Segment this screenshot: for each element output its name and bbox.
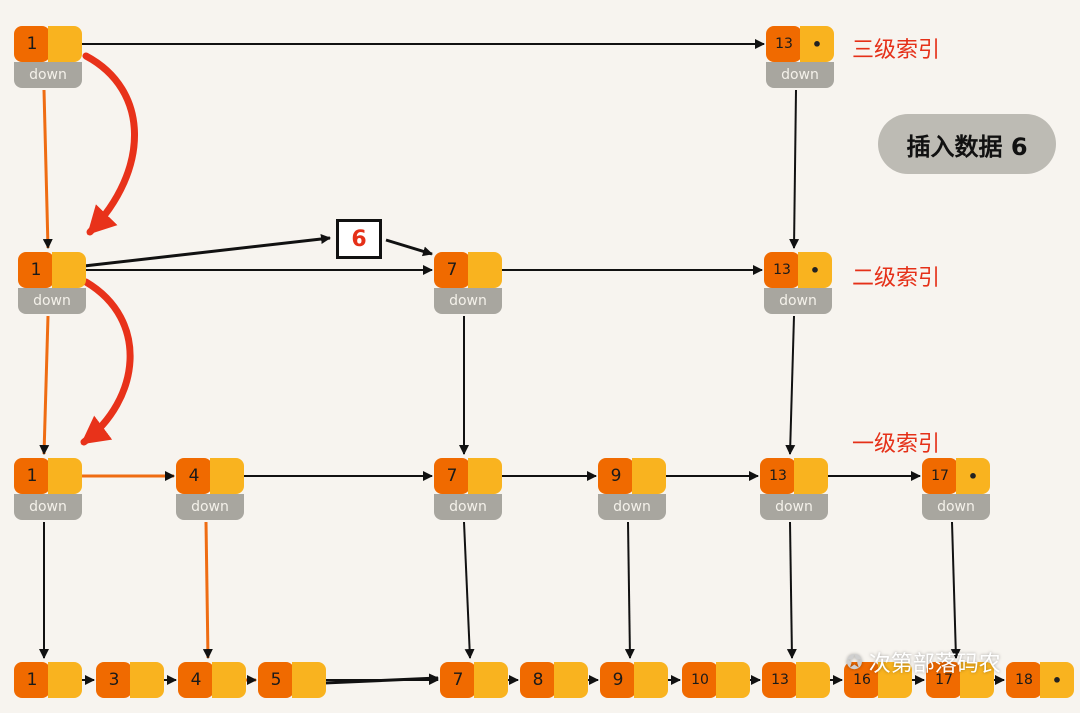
node-value: 7 (434, 458, 470, 494)
node-value: 13 (764, 252, 800, 288)
next-pointer (130, 662, 164, 698)
next-pointer: • (798, 252, 832, 288)
next-pointer (52, 252, 86, 288)
next-pointer (632, 458, 666, 494)
next-pointer (468, 252, 502, 288)
node-value: 4 (176, 458, 212, 494)
next-pointer (48, 26, 82, 62)
node-value: 10 (682, 662, 718, 698)
node-value: 18 (1006, 662, 1042, 698)
down-pointer: down (434, 494, 502, 520)
down-link-arrow (950, 521, 961, 659)
next-pointer (960, 662, 994, 698)
down-link-arrow (624, 521, 635, 659)
level3-label: 三级索引 (852, 38, 941, 63)
next-pointer (716, 662, 750, 698)
node-value: 4 (178, 662, 214, 698)
next-pointer (468, 458, 502, 494)
search-jump-arrow (82, 52, 138, 236)
watermark: ✪ 次第部落码农 (846, 646, 1001, 678)
down-pointer: down (434, 288, 502, 314)
down-link-arrow (202, 521, 213, 659)
node-value: 5 (258, 662, 294, 698)
next-pointer (554, 662, 588, 698)
down-pointer: down (14, 62, 82, 88)
down-link-arrow (39, 315, 50, 455)
down-pointer: down (598, 494, 666, 520)
node-value: 1 (18, 252, 54, 288)
down-pointer: down (14, 494, 82, 520)
node-value: 13 (766, 26, 802, 62)
node-value: 17 (926, 662, 962, 698)
node-value: 7 (434, 252, 470, 288)
next-pointer (474, 662, 508, 698)
new-node-box: 6 (336, 219, 382, 259)
node-value: 9 (598, 458, 634, 494)
node-value: 16 (844, 662, 880, 698)
insert-note: 插入数据 6 (878, 114, 1056, 174)
next-pointer (48, 662, 82, 698)
node-value: 8 (520, 662, 556, 698)
node-value: 1 (14, 458, 50, 494)
next-pointer (796, 662, 830, 698)
down-link-arrow (785, 315, 796, 455)
down-pointer: down (176, 494, 244, 520)
down-pointer: down (764, 288, 832, 314)
next-pointer (210, 458, 244, 494)
down-link-arrow (786, 521, 797, 659)
down-link-arrow (42, 89, 53, 249)
wechat-icon: ✪ (846, 650, 863, 674)
search-jump-arrow (80, 278, 134, 446)
node-value: 13 (762, 662, 798, 698)
level2-label: 二级索引 (852, 266, 941, 291)
node-value: 13 (760, 458, 796, 494)
down-pointer: down (766, 62, 834, 88)
node-value: 1 (14, 662, 50, 698)
down-pointer: down (922, 494, 990, 520)
down-link-arrow (463, 521, 475, 659)
node-value: 9 (600, 662, 636, 698)
next-pointer (48, 458, 82, 494)
next-pointer: • (956, 458, 990, 494)
insert-position-arrow (323, 673, 439, 685)
down-pointer: down (760, 494, 828, 520)
level1-label: 一级索引 (852, 432, 941, 457)
down-pointer: down (18, 288, 86, 314)
next-pointer (794, 458, 828, 494)
next-pointer (292, 662, 326, 698)
watermark-text: 次第部落码农 (868, 652, 1001, 677)
next-pointer (878, 662, 912, 698)
node-value: 7 (440, 662, 476, 698)
next-pointer (634, 662, 668, 698)
new-node-out-arrow (385, 238, 433, 257)
new-node-in-arrow (83, 234, 331, 268)
next-pointer: • (800, 26, 834, 62)
node-value: 1 (14, 26, 50, 62)
node-value: 17 (922, 458, 958, 494)
next-pointer: • (1040, 662, 1074, 698)
down-link-arrow (789, 89, 800, 249)
next-pointer (212, 662, 246, 698)
node-value: 3 (96, 662, 132, 698)
